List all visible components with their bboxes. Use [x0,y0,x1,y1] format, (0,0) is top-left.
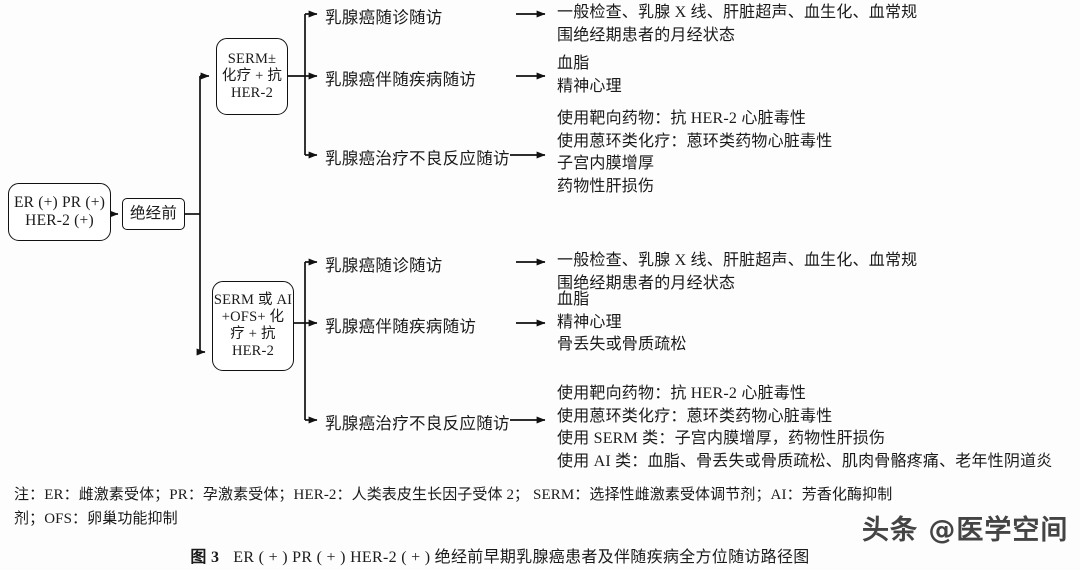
branch-lower-label-adverse-events[interactable]: 乳腺癌治疗不良反应随访 [325,410,510,434]
node-root-line-2: HER-2 (+) [25,212,94,229]
detail-line: 血脂 [557,291,590,308]
detail-line: 血脂 [557,55,590,72]
branch-upper-detail-comorbidity: 血脂 精神心理 [557,53,622,98]
branch-upper-detail-adverse-events: 使用靶向药物：抗 HER-2 心脏毒性 使用蒽环类化疗：蒽环类药物心脏毒性 子宫… [557,108,832,199]
node-regimen-b-line-3: 疗 + 抗 [230,326,276,342]
branch-upper-label-comorbidity[interactable]: 乳腺癌伴随疾病随访 [325,66,477,90]
branch-upper-label-followup[interactable]: 乳腺癌随诊随访 [325,4,443,28]
node-regimen-serm-chemo-anti-her2[interactable]: SERM± 化疗 + 抗 HER-2 [216,38,288,115]
figure-caption: 图 3 ER ( + ) PR ( + ) HER-2 ( + ) 绝经前早期乳腺… [0,543,1000,567]
branch-upper-detail-followup: 一般检查、乳腺 X 线、肝脏超声、血生化、血常规 围绝经期患者的月经状态 [557,2,917,47]
detail-line: 使用蒽环类化疗：蒽环类药物心脏毒性 [557,132,833,150]
branch-lower-detail-comorbidity: 血脂 精神心理 骨丢失或骨质疏松 [557,289,687,357]
node-premenopausal[interactable]: 绝经前 [122,198,185,230]
detail-line: 精神心理 [557,77,622,95]
node-regimen-b-line-2: +OFS+ 化 [221,308,285,325]
node-regimen-a-line-1: SERM± [227,50,277,67]
detail-line: 使用靶向药物：抗 HER-2 心脏毒性 [557,385,807,402]
watermark: 头条 @医学空间 [862,515,1069,546]
node-premenopausal-line-1: 绝经前 [129,204,178,222]
branch-lower-label-comorbidity[interactable]: 乳腺癌伴随疾病随访 [325,313,477,337]
detail-line: 使用 AI 类：血脂、骨丢失或骨质疏松、肌肉骨骼疼痛、老年性阴道炎 [557,453,1053,471]
figure-note-line-1: 注：ER：雌激素受体；PR：孕激素受体；HER-2：人类表皮生长因子受体 2； … [14,487,893,503]
figure-caption-number: 图 3 [190,549,220,566]
detail-line: 骨丢失或骨质疏松 [557,336,687,354]
node-regimen-b-line-1: SERM 或 AI [213,291,293,308]
figure-caption-text: ER ( + ) PR ( + ) HER-2 ( + ) 绝经前早期乳腺癌患者… [233,549,810,566]
detail-line: 药物性肝损伤 [557,178,655,196]
branch-lower-label-followup[interactable]: 乳腺癌随诊随访 [325,252,443,276]
node-regimen-a-line-3: HER-2 [230,85,274,102]
detail-line: 使用靶向药物：抗 HER-2 心脏毒性 [557,110,807,127]
detail-line: 子宫内膜增厚 [557,155,655,173]
detail-line: 精神心理 [557,313,622,331]
node-regimen-b-line-4: HER-2 [231,343,275,360]
figure-note: 注：ER：雌激素受体；PR：孕激素受体；HER-2：人类表皮生长因子受体 2； … [14,483,1069,532]
detail-line: 一般检查、乳腺 X 线、肝脏超声、血生化、血常规 [557,252,918,269]
detail-line: 使用 SERM 类：子宫内膜增厚，药物性肝损伤 [557,430,886,448]
branch-upper-label-adverse-events[interactable]: 乳腺癌治疗不良反应随访 [325,145,510,169]
detail-line: 使用蒽环类化疗：蒽环类药物心脏毒性 [557,407,833,425]
node-root-line-1: ER (+) PR (+) [13,193,106,211]
detail-line: 围绝经期患者的月经状态 [557,26,736,44]
figure-note-line-2: 剂；OFS：卵巢功能抑制 [14,511,178,528]
detail-line: 围绝经期患者的月经状态 [557,274,736,292]
branch-lower-detail-adverse-events: 使用靶向药物：抗 HER-2 心脏毒性 使用蒽环类化疗：蒽环类药物心脏毒性 使用… [557,383,1052,474]
node-regimen-serm-ai-ofs-chemo-anti-her2[interactable]: SERM 或 AI +OFS+ 化 疗 + 抗 HER-2 [212,281,294,371]
node-regimen-a-line-2: 化疗 + 抗 [221,67,283,84]
branch-lower-detail-followup: 一般检查、乳腺 X 线、肝脏超声、血生化、血常规 围绝经期患者的月经状态 [557,250,917,295]
detail-line: 一般检查、乳腺 X 线、肝脏超声、血生化、血常规 [557,4,918,21]
node-er-pr-her2-status[interactable]: ER (+) PR (+) HER-2 (+) [8,183,111,241]
